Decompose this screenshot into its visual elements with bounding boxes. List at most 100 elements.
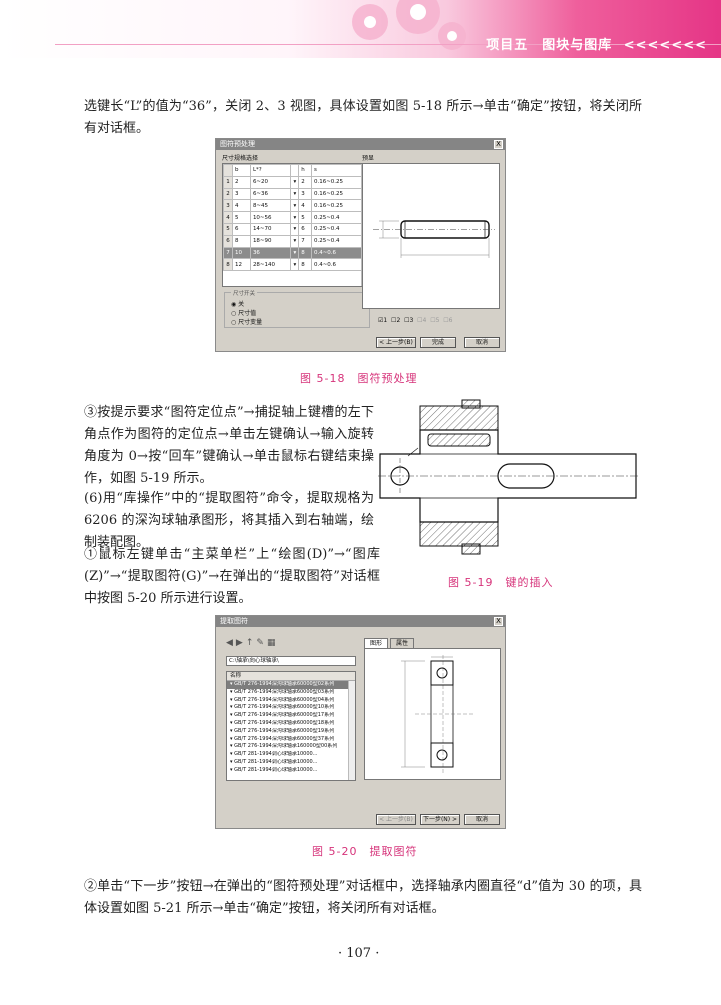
dropdown-arrow-icon[interactable]: ▾ xyxy=(290,187,300,201)
table-cell: 8 xyxy=(298,246,312,260)
library-path-field[interactable]: C:\轴承\向心球轴承\ xyxy=(226,656,356,666)
symbol-file-icon: ▾ xyxy=(230,704,235,711)
table-cell: 8 xyxy=(223,258,233,272)
dimension-switch-group: 尺寸开关 ◉ 关 ○ 尺寸值 ○ 尺寸变量 xyxy=(224,289,370,328)
table-cell: 0.16~0.25 xyxy=(310,175,364,189)
list-item[interactable]: ▾ GB/T 276-1994深沟球轴承60000型02系列 xyxy=(227,681,355,689)
figure-caption-5-19: 图 5-19 键的插入 xyxy=(448,576,554,589)
paragraph-1: 选键长“L”的值为“36”，关闭 2、3 视图，具体设置如图 5-18 所示→单… xyxy=(84,99,642,136)
dropdown-arrow-icon[interactable]: ▾ xyxy=(290,175,300,189)
table-cell: 6 xyxy=(223,234,233,248)
view-check-2[interactable]: ☐2 xyxy=(391,317,401,324)
dropdown-arrow-icon[interactable]: ▾ xyxy=(290,246,300,260)
symbol-list[interactable]: 名称 ▾ GB/T 276-1994深沟球轴承60000型02系列▾ GB/T … xyxy=(226,671,356,781)
list-item[interactable]: ▾ GB/T 281-1994调心球轴承10000... xyxy=(227,751,355,759)
cancel-button[interactable]: 取消 xyxy=(464,337,500,348)
symbol-file-icon: ▾ xyxy=(230,727,235,734)
figure-caption-5-18: 图 5-18 图符预处理 xyxy=(300,372,418,385)
radio-dimension-variable[interactable]: ○ 尺寸变量 xyxy=(231,319,263,326)
view-check-4[interactable]: ☐4 xyxy=(417,317,427,324)
dropdown-arrow-icon[interactable]: ▾ xyxy=(290,234,300,248)
symbol-list-items: ▾ GB/T 276-1994深沟球轴承60000型02系列▾ GB/T 276… xyxy=(227,681,355,775)
list-item[interactable]: ▾ GB/T 276-1994深沟球轴承60000型03系列 xyxy=(227,689,355,697)
gears-decoration-icon xyxy=(352,0,466,50)
back-arrow-icon[interactable]: ◀ xyxy=(226,638,236,648)
symbol-file-icon: ▾ xyxy=(230,696,235,703)
tool-icon[interactable]: ✎ xyxy=(256,638,267,648)
view-check-1-label: 1 xyxy=(383,317,388,324)
list-item-label: GB/T 281-1994调心球轴承10000... xyxy=(234,751,318,758)
header-rule xyxy=(55,44,721,45)
view-check-3[interactable]: ☐3 xyxy=(404,317,414,324)
list-item-label: GB/T 276-1994深沟球轴承60000型03系列 xyxy=(234,688,335,695)
list-item-label: GB/T 276-1994深沟球轴承60000型02系列 xyxy=(234,681,335,687)
radio-off[interactable]: ◉ 关 xyxy=(231,301,245,308)
list-item-label: GB/T 276-1994深沟球轴承60000型04系列 xyxy=(234,696,335,703)
list-item-label: GB/T 281-1994调心球轴承10000... xyxy=(234,758,318,765)
chapter-title-text: 项目五 图块与图库 xyxy=(486,38,613,53)
paragraph-4: ①鼠标左键单击“主菜单栏”上“绘图(D)”→“图库(Z)”→“提取图符(G)”→… xyxy=(84,547,380,606)
list-item[interactable]: ▾ GB/T 281-1994调心球轴承10000... xyxy=(227,759,355,767)
forward-arrow-icon[interactable]: ▶ xyxy=(235,638,246,648)
symbol-file-icon: ▾ xyxy=(230,735,235,742)
list-item[interactable]: ▾ GB/T 276-1994深沟球轴承160000型00系列 xyxy=(227,743,355,751)
dropdown-arrow-icon[interactable]: ▾ xyxy=(290,211,300,224)
list-item[interactable]: ▾ GB/T 276-1994深沟球轴承60000型10系列 xyxy=(227,704,355,712)
symbol-file-icon: ▾ xyxy=(230,766,235,773)
table-cell: 5 xyxy=(232,211,251,224)
table-cell: 3 xyxy=(232,187,251,201)
table-header-cell: h xyxy=(298,164,312,177)
list-scrollbar[interactable] xyxy=(348,681,355,780)
table-cell: 6~20 xyxy=(249,175,292,189)
table-cell: 0.25~0.4 xyxy=(310,234,364,248)
list-item-label: GB/T 276-1994深沟球轴承60000型17系列 xyxy=(234,712,335,719)
folder-up-icon[interactable]: ↑ xyxy=(245,638,257,648)
finish-button[interactable]: 完成 xyxy=(420,337,456,348)
symbol-file-icon: ▾ xyxy=(230,719,235,726)
list-item[interactable]: ▾ GB/T 276-1994深沟球轴承60000型17系列 xyxy=(227,712,355,720)
radio-dimension-value[interactable]: ○ 尺寸值 xyxy=(231,310,257,317)
dropdown-arrow-icon[interactable]: ▾ xyxy=(290,258,300,272)
table-header-cell xyxy=(223,164,233,177)
tab-graphic[interactable]: 图形 xyxy=(364,638,389,648)
view-check-5[interactable]: ☐5 xyxy=(430,317,440,324)
dropdown-arrow-icon[interactable]: ▾ xyxy=(290,199,300,213)
table-header-cell: L*? xyxy=(249,164,292,177)
list-item[interactable]: ▾ GB/T 276-1994深沟球轴承60000型37系列 xyxy=(227,736,355,744)
list-item-label: GB/T 276-1994深沟球轴承160000型00系列 xyxy=(234,743,338,750)
table-cell: 10~56 xyxy=(249,211,292,224)
prev-step-button[interactable]: < 上一步(B) xyxy=(376,337,416,348)
table-cell: 36 xyxy=(249,246,292,260)
cancel-button[interactable]: 取消 xyxy=(464,814,500,825)
close-icon[interactable]: X xyxy=(494,617,503,626)
close-icon[interactable]: X xyxy=(494,140,503,149)
list-item[interactable]: ▾ GB/T 276-1994深沟球轴承60000型19系列 xyxy=(227,728,355,736)
view-check-1[interactable]: ☑1 xyxy=(378,317,388,324)
paragraph-3: (6)用“库操作”中的“提取图符”命令，提取规格为 6206 的深沟球轴承图形，… xyxy=(84,491,374,550)
view-grid-icon[interactable]: ▦ xyxy=(266,638,279,648)
table-cell: 1 xyxy=(223,175,233,189)
prev-step-button[interactable]: < 上一步(B) xyxy=(376,814,416,825)
next-step-button[interactable]: 下一步(N) > xyxy=(420,814,460,825)
radio-dimension-variable-label: 尺寸变量 xyxy=(238,319,263,326)
dropdown-arrow-icon[interactable]: ▾ xyxy=(290,222,300,236)
list-item-label: GB/T 276-1994深沟球轴承60000型10系列 xyxy=(234,704,335,711)
figure-caption-5-20: 图 5-20 提取图符 xyxy=(312,845,418,858)
list-item[interactable]: ▾ GB/T 276-1994深沟球轴承60000型18系列 xyxy=(227,720,355,728)
view-checkboxes: ☑1 ☐2 ☐3 ☐4 ☐5 ☐6 xyxy=(378,317,452,324)
tab-attribute[interactable]: 属性 xyxy=(390,638,415,648)
paragraph-5: ②单击“下一步”按钮→在弹出的“图符预处理”对话框中，选择轴承内圈直径“d”值为… xyxy=(84,879,642,916)
list-item[interactable]: ▾ GB/T 276-1994深沟球轴承60000型04系列 xyxy=(227,697,355,705)
list-item[interactable]: ▾ GB/T 281-1994调心球轴承10000... xyxy=(227,767,355,775)
view-check-6[interactable]: ☐6 xyxy=(443,317,453,324)
